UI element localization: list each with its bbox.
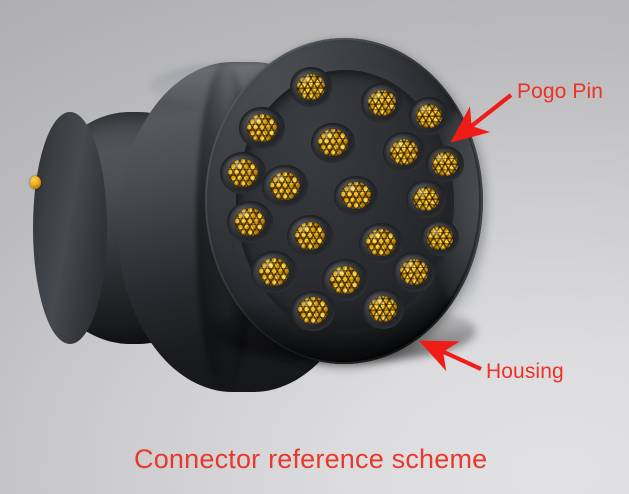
pogo-pin-socket [251, 250, 297, 294]
pin-gold-contact [298, 297, 328, 325]
pogo-pin-socket [220, 151, 266, 195]
pin-gold-contact [329, 265, 361, 295]
pogo-pin-socket [287, 214, 333, 258]
pogo-pin-socket [383, 132, 425, 172]
pogo-pin-socket [359, 222, 403, 264]
pin-gold-contact [432, 152, 458, 176]
pin-gold-contact [294, 221, 326, 251]
pin-gold-contact [368, 90, 396, 116]
label-pogo-pin: Pogo Pin [517, 80, 604, 103]
pin-gold-contact [269, 171, 301, 201]
pin-gold-contact [427, 226, 453, 250]
pin-gold-contact [258, 257, 290, 287]
pogo-pin-socket [291, 290, 335, 332]
pin-gold-contact [297, 74, 325, 100]
pin-gold-contact [246, 113, 278, 143]
pogo-pin-socket [311, 122, 355, 164]
alignment-nub [30, 176, 41, 189]
pogo-pin-socket [426, 146, 464, 182]
pogo-pin-socket [322, 258, 368, 302]
pogo-pin-socket [406, 180, 446, 218]
pogo-pin-socket [227, 200, 273, 244]
pogo-pin-socket [334, 175, 378, 217]
connector-rear-cap [33, 112, 107, 344]
figure-caption: Connector reference scheme [134, 444, 488, 474]
pin-gold-contact [341, 182, 371, 210]
housing-bottom-shadow [212, 300, 476, 362]
pin-gold-contact [415, 103, 443, 129]
pogo-pin-socket [262, 164, 308, 208]
pogo-pin-socket [393, 252, 435, 292]
pin-gold-contact [400, 259, 428, 285]
pogo-pin-socket [290, 67, 332, 107]
pin-gold-contact [234, 207, 266, 237]
pin-gold-contact [412, 186, 440, 212]
pin-gold-contact [390, 139, 418, 165]
pin-gold-contact [366, 229, 396, 257]
label-housing: Housing [486, 360, 564, 383]
pogo-pin-socket [362, 289, 404, 329]
pogo-pin-socket [409, 97, 449, 135]
pin-gold-contact [227, 158, 259, 188]
pin-gold-contact [369, 296, 397, 322]
pogo-pin-socket [421, 220, 459, 256]
pin-gold-contact [318, 129, 348, 157]
pogo-pin-socket [239, 106, 285, 150]
pogo-pin-socket [361, 83, 403, 123]
